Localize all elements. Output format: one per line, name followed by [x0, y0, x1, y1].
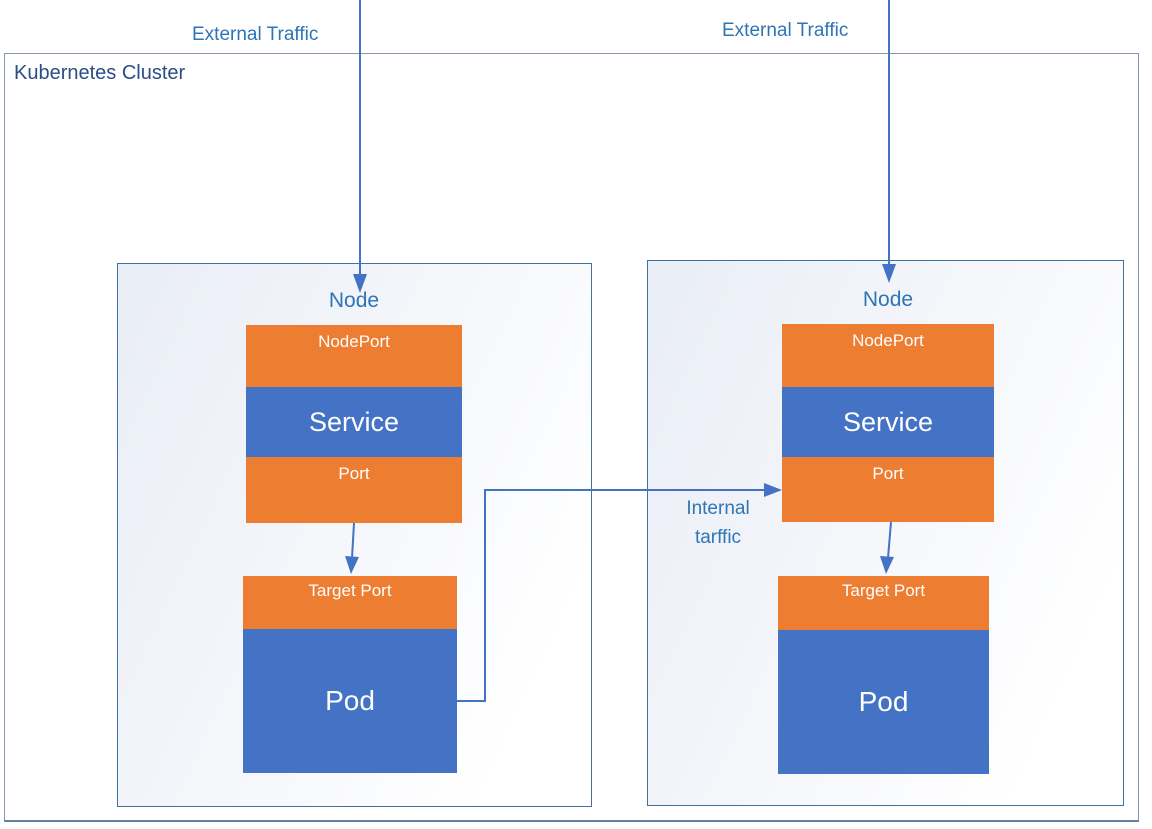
nodeport-block-right: NodePort [782, 324, 994, 387]
cluster-title: Kubernetes Cluster [14, 62, 186, 84]
service-block-left: Service [246, 387, 462, 457]
port-block-left: Port [246, 457, 462, 523]
target-port-block-left: Target Port [243, 576, 457, 629]
internal-traffic-label: Internal tarffic [648, 494, 788, 552]
service-block-right: Service [782, 387, 994, 457]
external-traffic-label-left: External Traffic [192, 24, 319, 45]
pod-block-right: Pod [778, 630, 989, 774]
internal-traffic-line1: Internal [686, 498, 750, 519]
node-title-right: Node [862, 288, 914, 311]
internal-traffic-line2: tarffic [694, 527, 742, 548]
pod-block-left: Pod [243, 629, 457, 773]
target-port-block-right: Target Port [778, 576, 989, 630]
external-traffic-label-right: External Traffic [722, 20, 849, 41]
nodeport-block-left: NodePort [246, 325, 462, 387]
port-block-right: Port [782, 457, 994, 522]
node-title-left: Node [328, 289, 380, 312]
